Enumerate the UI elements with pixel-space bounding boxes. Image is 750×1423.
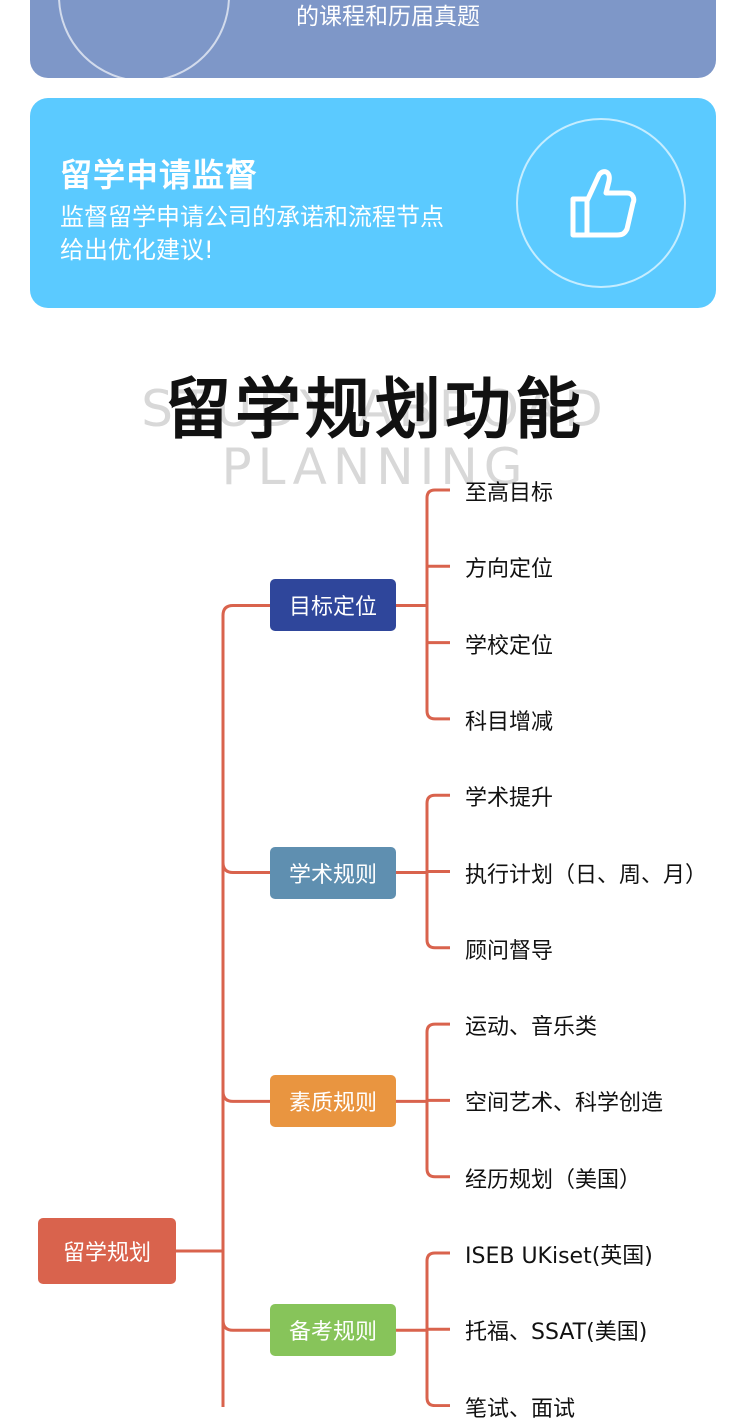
card-description: 监督留学申请公司的承诺和流程节点给出优化建议! bbox=[60, 203, 444, 264]
mindmap-leaf: 空间艺术、科学创造 bbox=[465, 1091, 664, 1117]
mindmap-leaf: 方向定位 bbox=[465, 557, 554, 583]
card-description-line: 的课程和历届真题 bbox=[296, 4, 480, 30]
mindmap-branch: 备考规则 bbox=[270, 1304, 396, 1357]
connector-line bbox=[221, 603, 270, 1407]
mindmap-leaf: 至高目标 bbox=[465, 481, 554, 506]
mindmap-branch: 目标定位 bbox=[270, 579, 396, 632]
thumbs-up-icon bbox=[570, 169, 637, 238]
mindmap-leaf: 托福、SSAT(美国) bbox=[465, 1320, 648, 1346]
mindmap-leaf: 顾问督导 bbox=[465, 938, 554, 964]
card-description: 的课程和历届真题 bbox=[296, 0, 480, 34]
mindmap-leaf: ISEB UKiset(英国) bbox=[465, 1244, 653, 1269]
mindmap-leaf: 执行计划（日、周、月） bbox=[465, 862, 708, 888]
mindmap-leaf: 科目增减 bbox=[465, 709, 554, 735]
connector-line bbox=[221, 1320, 270, 1332]
connector-line bbox=[221, 1091, 270, 1103]
connector-line bbox=[425, 488, 450, 721]
connector-line bbox=[221, 862, 270, 874]
card-title: 留学申请监督 bbox=[60, 156, 259, 194]
section-title: 留学规划功能 bbox=[165, 371, 585, 448]
mindmap-leaf: 学术提升 bbox=[465, 786, 554, 812]
mindmap-branch: 素质规则 bbox=[270, 1075, 396, 1128]
card-icon-circle bbox=[516, 118, 686, 288]
mindmap-leaf: 运动、音乐类 bbox=[465, 1015, 598, 1041]
mindmap-branch: 学术规则 bbox=[270, 846, 396, 899]
supervision-card: 留学申请监督 监督留学申请公司的承诺和流程节点给出优化建议! bbox=[30, 98, 716, 308]
mindmap-leaf: 经历规划（美国） bbox=[465, 1167, 642, 1193]
mindmap-leaf: 学校定位 bbox=[465, 633, 554, 659]
section-watermark: STUDY ABROAD PLANNING bbox=[141, 380, 609, 496]
mindmap-root: 留学规划 bbox=[38, 1218, 176, 1284]
exam-prep-card: 的课程和历届真题 bbox=[30, 0, 716, 78]
